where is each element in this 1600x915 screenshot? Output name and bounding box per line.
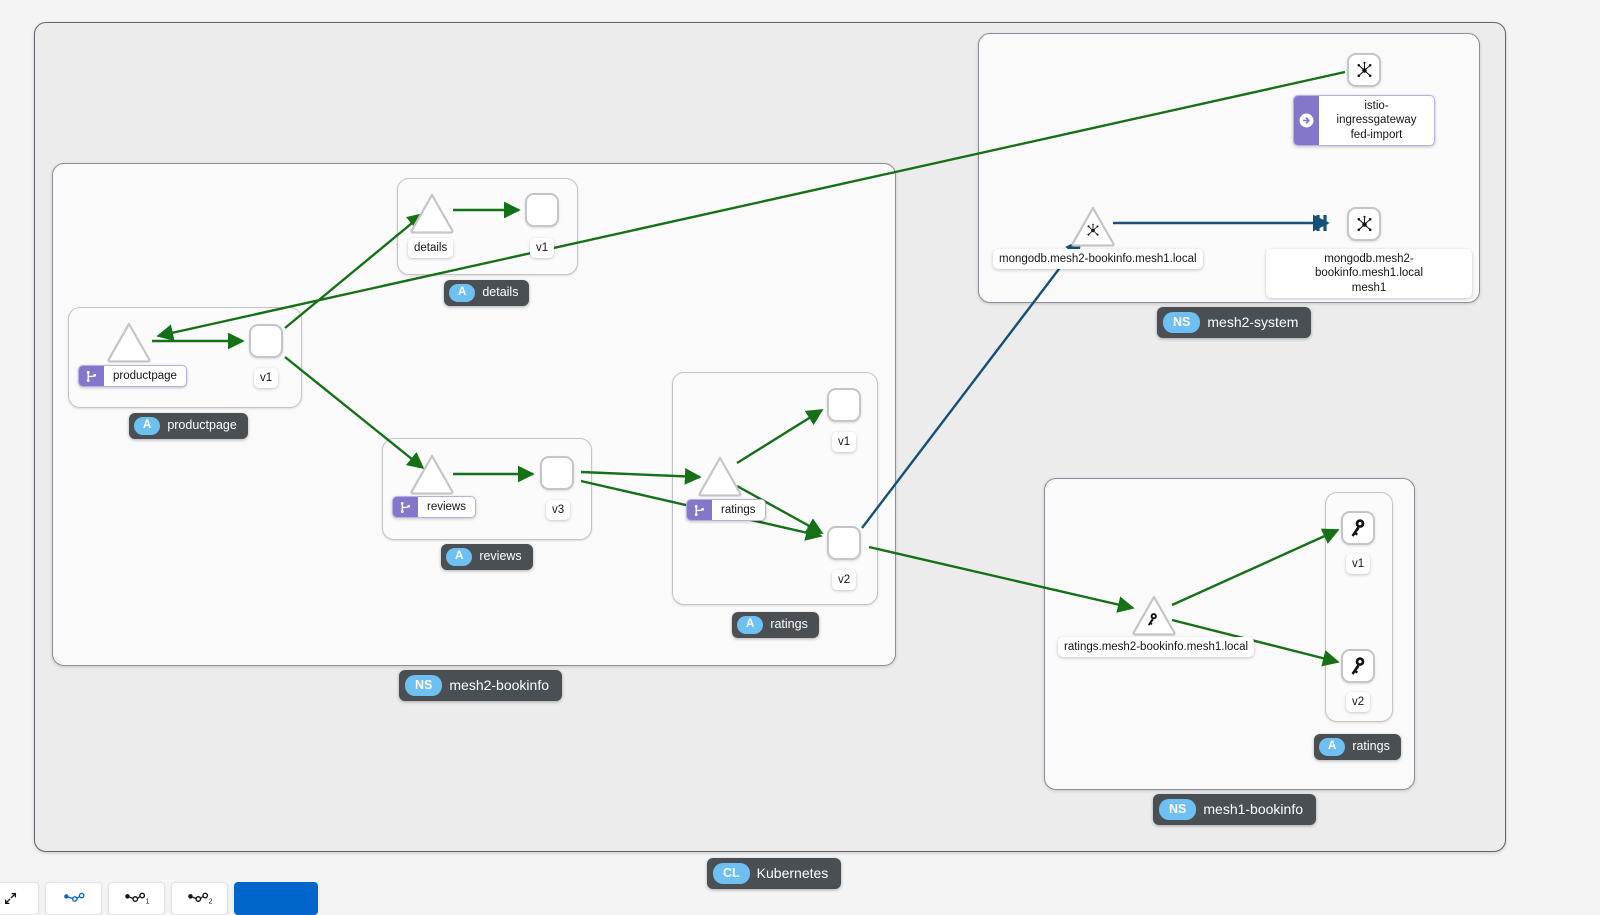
workload-node-ratings-mesh1-v2[interactable] [1341,649,1375,683]
app-badge-label: ratings [770,617,808,632]
arrow-circle-right-icon [1294,96,1319,146]
service-node-reviews[interactable] [409,453,455,495]
workload-label-istio-ingressgateway-text: istio-ingressgateway fed-import [1319,96,1434,145]
namespace-badge-label: mesh2-bookinfo [449,677,549,694]
app-badge-ratings-mesh1[interactable]: A ratings [1314,734,1401,760]
workload-label-ratings-v2: v2 [832,570,857,591]
service-label-productpage-text: productpage [113,370,177,382]
triangle-icon [698,456,742,497]
workload-node-details-v1[interactable] [525,193,559,227]
namespace-badge-label: mesh1-bookinfo [1203,801,1303,818]
cluster-badge-label: Kubernetes [756,865,829,882]
workload-node-istio-ingressgateway[interactable] [1347,53,1381,87]
app-badge-label: ratings [1352,739,1390,754]
svg-text:1: 1 [145,898,149,905]
mesh-node-icon [1357,61,1371,77]
ingressgw-line-2: fed-import [1350,128,1403,141]
triangle-icon [1071,206,1115,247]
app-badge-label: details [482,285,519,300]
service-entry-label-ratings-mesh1: ratings.mesh2-bookinfo.mesh1.local [1058,637,1255,658]
service-entry-node-ratings-mesh1[interactable] [1131,594,1177,636]
app-badge-pill: A [134,417,161,435]
key-icon [1351,519,1365,537]
workload-node-ratings-v2[interactable] [827,526,861,560]
svg-text:2: 2 [208,898,212,905]
workload-label-reviews-v3: v3 [546,500,571,521]
service-label-details: details [408,238,454,259]
app-badge-productpage[interactable]: A productpage [129,413,248,439]
ingressgw-line-1: istio-ingressgateway [1336,100,1417,127]
triangle-icon [107,322,151,363]
workload-label-ratings-v1: v1 [832,432,857,453]
namespace-badge-pill: NS [405,675,443,696]
service-node-ratings[interactable] [697,455,743,497]
workload-node-reviews-v3[interactable] [540,456,574,490]
triangle-icon [410,454,454,495]
service-entry-node-mongodb[interactable] [1070,205,1116,247]
workload-node-productpage-v1[interactable] [249,324,283,358]
service-label-reviews-text: reviews [427,501,466,513]
app-badge-label: reviews [479,549,522,564]
graph-toolbar[interactable]: 1 2 [0,882,318,915]
namespace-badge-label: mesh2-system [1207,314,1299,331]
app-badge-reviews[interactable]: A reviews [441,544,533,570]
layout-grid-2-icon: 2 [187,892,212,905]
namespace-badge-mesh1-bookinfo[interactable]: NS mesh1-bookinfo [1153,794,1316,825]
workload-label-istio-ingressgateway: istio-ingressgateway fed-import [1293,95,1435,147]
app-badge-label: productpage [167,418,237,433]
app-badge-ratings[interactable]: A ratings [732,612,819,638]
service-label-ratings-text: ratings [721,504,756,516]
workload-label-mongodb: mongodb.mesh2-bookinfo.mesh1.local mesh1 [1266,249,1472,299]
mesh-node-icon [1357,215,1371,231]
legend-button[interactable] [234,882,318,915]
workload-node-ratings-mesh1-v1[interactable] [1341,511,1375,545]
expand-icon [4,892,17,905]
cluster-badge-pill: CL [713,863,750,884]
expand-button[interactable] [0,882,39,915]
service-node-productpage[interactable] [106,321,152,363]
workload-node-ratings-v1[interactable] [827,388,861,422]
namespace-badge-pill: NS [1163,312,1201,333]
service-entry-label-mongodb: mongodb.mesh2-bookinfo.mesh1.local [993,249,1203,270]
key-icon [1351,657,1365,675]
namespace-badge-mesh2-bookinfo[interactable]: NS mesh2-bookinfo [399,670,562,701]
service-label-ratings: ratings [686,499,766,522]
workload-node-mongodb[interactable] [1347,207,1381,241]
workload-label-ratings-mesh1-v2: v2 [1346,692,1371,713]
layout-grid-1-button[interactable]: 1 [108,882,165,915]
app-badge-details[interactable]: A details [444,280,530,306]
mongodb-line-2: mesh1 [1351,281,1387,294]
app-badge-pill: A [446,548,473,566]
mongodb-line-1: mongodb.mesh2-bookinfo.mesh1.local [1314,253,1424,280]
layout-dagre-icon [63,892,84,902]
triangle-icon [410,193,454,234]
workload-label-productpage-v1: v1 [254,368,279,389]
app-badge-pill: A [1319,738,1346,756]
mesh-node-icon [1087,223,1099,236]
key-icon [1147,613,1157,626]
layout-grid-1-icon: 1 [124,892,149,905]
layout-grid-2-button[interactable]: 2 [171,882,228,915]
versioned-app-icon [393,497,418,518]
namespace-badge-mesh2-system[interactable]: NS mesh2-system [1157,307,1312,338]
service-label-productpage: productpage [78,365,187,388]
versioned-app-icon [687,500,712,521]
app-badge-pill: A [449,284,476,302]
versioned-app-icon [79,366,104,387]
namespace-badge-pill: NS [1159,799,1197,820]
workload-label-ratings-mesh1-v1: v1 [1346,554,1371,575]
triangle-icon [1132,595,1176,636]
workload-label-details-v1: v1 [530,238,555,259]
service-label-reviews: reviews [392,496,476,519]
cluster-badge-kubernetes[interactable]: CL Kubernetes [707,858,842,889]
layout-dagre-button[interactable] [45,882,102,915]
service-node-details[interactable] [409,192,455,234]
app-badge-pill: A [737,616,764,634]
